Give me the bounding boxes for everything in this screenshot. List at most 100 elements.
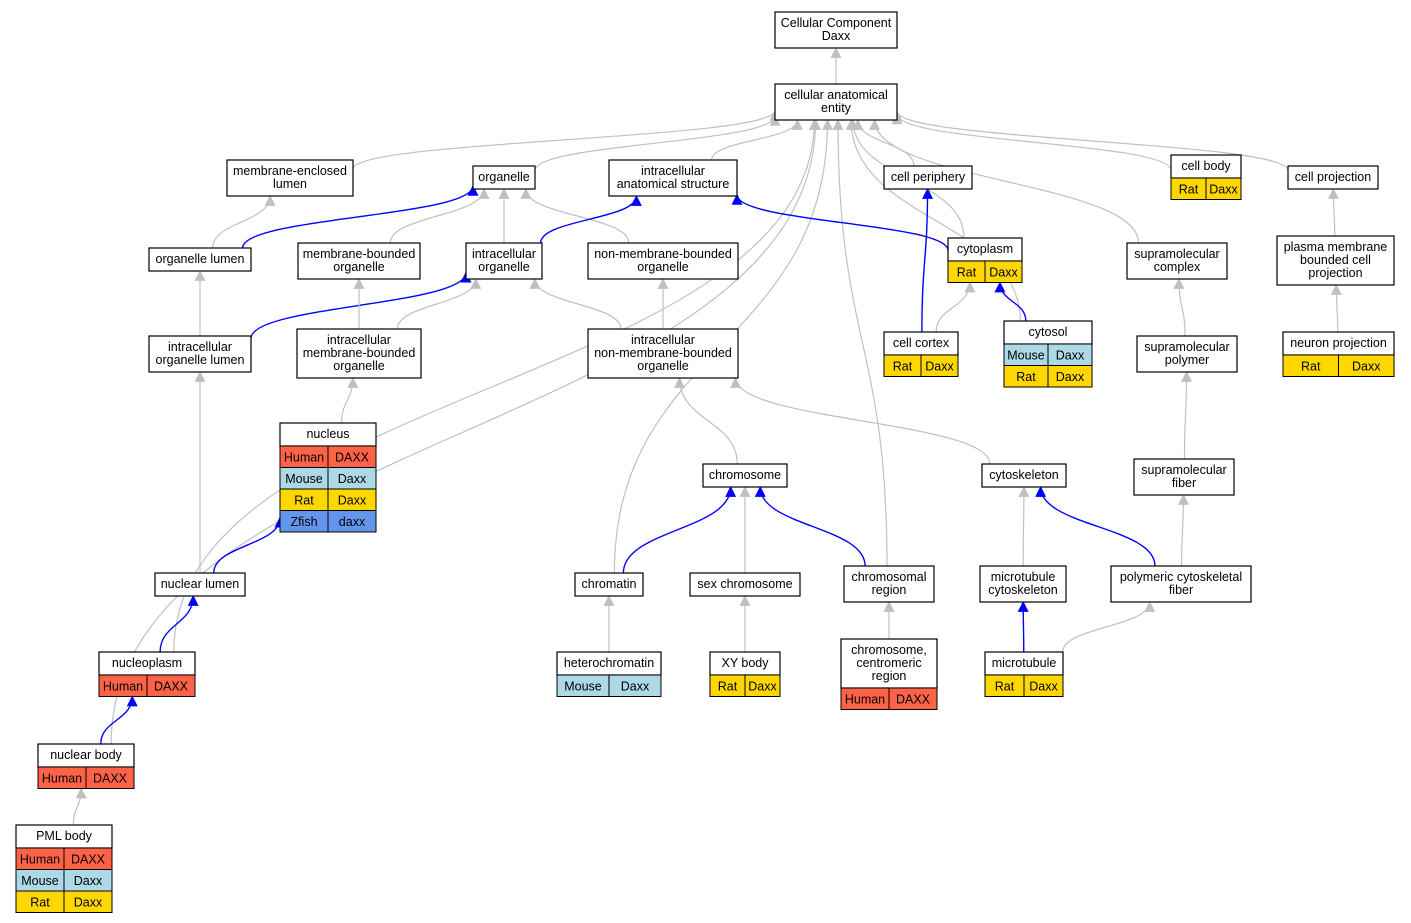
- edge-nuclearbody-to-nucleoplasm: [100, 695, 138, 745]
- node-sexchrom: sex chromosome: [689, 572, 801, 597]
- node-box: [1276, 235, 1395, 286]
- node-label: entity: [821, 101, 852, 115]
- node-label: organelle: [478, 260, 529, 274]
- gene-label: Daxx: [621, 679, 650, 693]
- node-box: [1126, 242, 1228, 280]
- species-label: Rat: [995, 679, 1015, 693]
- species-label: Human: [20, 852, 60, 866]
- species-label: Human: [42, 771, 82, 785]
- edge-intorg-to-ias: [539, 194, 642, 244]
- gene-label: Daxx: [748, 679, 777, 693]
- node-cellproj: cell projection: [1287, 165, 1379, 190]
- node-inmbo: intracellularnon-membrane-boundedorganel…: [587, 328, 739, 379]
- node-box: [296, 328, 422, 379]
- edge-cellcortex-to-cytoplasm: [935, 281, 976, 333]
- node-label: cytoskeleton: [989, 468, 1059, 482]
- edge-cellbody-to-cae: [891, 113, 1172, 171]
- node-box: [883, 165, 973, 190]
- node-cytoskeleton: cytoskeleton: [981, 463, 1067, 488]
- node-label: organelle: [333, 260, 384, 274]
- species-label: Rat: [957, 265, 977, 279]
- species-label: Mouse: [564, 679, 602, 693]
- node-label: region: [872, 583, 907, 597]
- node-label: membrane-enclosed: [233, 164, 347, 178]
- node-label: polymeric cytoskeletal: [1120, 570, 1242, 584]
- gene-cell: [608, 674, 662, 697]
- node-box: [1136, 335, 1238, 373]
- species-label: Rat: [30, 895, 50, 909]
- node-box: [608, 159, 738, 197]
- node-label: anatomical structure: [617, 177, 730, 191]
- node-cellperiph: cell periphery: [883, 165, 973, 190]
- node-label: cytosol: [1029, 325, 1068, 339]
- species-label: Mouse: [285, 472, 323, 486]
- gene-label: DAXX: [93, 771, 128, 785]
- node-box: [587, 242, 739, 280]
- edge-ias-to-cae: [711, 118, 803, 161]
- edge-cellproj-to-cae: [891, 110, 1289, 171]
- edge-cytoskeleton-to-inmbo: [730, 376, 991, 465]
- edge-chromatin-to-chromosome: [622, 485, 737, 574]
- node-chromosome: chromosome: [702, 463, 788, 488]
- edge-pcf-to-cytoskeleton: [1035, 485, 1156, 567]
- node-label: organelle: [637, 359, 688, 373]
- node-box: [843, 565, 935, 603]
- edge-nuclumen-to-nucleus: [213, 516, 286, 574]
- species-label: Rat: [1301, 359, 1321, 373]
- gene-label: Daxx: [74, 874, 103, 888]
- edge-pcf-to-suprafiber: [1177, 493, 1189, 567]
- node-label: microtubule: [992, 656, 1057, 670]
- node-box: [574, 572, 644, 597]
- node-box: [148, 335, 252, 373]
- node-box: [1287, 165, 1379, 190]
- node-label: organelle lumen: [156, 252, 245, 266]
- edge-cytoplasm-to-ias: [731, 193, 949, 251]
- edge-cytosol-to-cytoplasm: [994, 281, 1027, 322]
- node-label: supramolecular: [1134, 247, 1219, 261]
- gene-cell: [744, 674, 781, 697]
- edge-nucleoplasm-to-nuclumen: [159, 594, 199, 653]
- node-label: chromosome: [709, 468, 781, 482]
- node-label: fiber: [1172, 476, 1196, 490]
- node-box: [774, 83, 898, 121]
- node-box: [1133, 458, 1235, 496]
- node-organelle: organelle: [472, 165, 536, 190]
- node-label: intracellular: [168, 340, 232, 354]
- species-label: Rat: [1179, 182, 1199, 196]
- gene-cell: [1205, 177, 1242, 200]
- node-label: nucleoplasm: [112, 656, 182, 670]
- node-label: polymer: [1165, 353, 1209, 367]
- edge-supracomplex-to-cae: [869, 118, 1139, 244]
- node-chromatin: chromatin: [574, 572, 644, 597]
- gene-label: Daxx: [1056, 370, 1085, 384]
- edge-microtubule-to-mtcyto: [1017, 600, 1029, 653]
- edge-neuronproj-to-pmbcp: [1330, 283, 1342, 333]
- edge-microtubule-to-pcf: [1062, 600, 1156, 653]
- node-label: neuron projection: [1290, 336, 1387, 350]
- node-label: bounded cell: [1300, 253, 1371, 267]
- node-label: intracellular: [641, 164, 705, 178]
- node-label: chromosomal: [851, 570, 926, 584]
- node-box: [154, 572, 246, 597]
- node-label: nuclear lumen: [161, 577, 240, 591]
- gene-label: Daxx: [338, 493, 367, 507]
- node-label: membrane-bounded: [303, 247, 416, 261]
- gene-label: DAXX: [335, 450, 370, 464]
- species-label: Rat: [294, 493, 314, 507]
- edge-chromregion-to-chromosome: [754, 485, 866, 567]
